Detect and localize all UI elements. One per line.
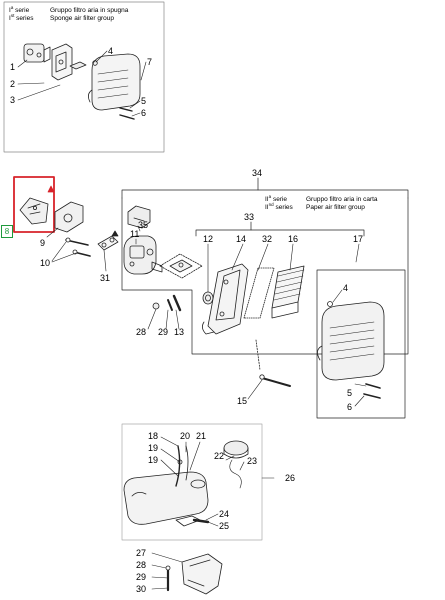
callout-6-paper: 6 bbox=[347, 402, 353, 412]
callout-35: 35 bbox=[138, 220, 149, 230]
callout-28-lower: 28 bbox=[136, 560, 147, 570]
sponge-title: Gruppo filtro aria in spugna Sponge air … bbox=[50, 7, 128, 22]
callout-27: 27 bbox=[136, 548, 147, 558]
fuel-filter bbox=[192, 518, 210, 524]
callout-34: 34 bbox=[252, 168, 263, 178]
callout-15: 15 bbox=[237, 396, 248, 406]
callout-28-upper: 28 bbox=[136, 327, 147, 337]
callout-14: 14 bbox=[236, 234, 247, 244]
fuel-tank bbox=[123, 471, 209, 527]
callout-20: 20 bbox=[180, 431, 191, 441]
sponge-filter-element bbox=[69, 61, 87, 70]
callout-26: 26 bbox=[285, 473, 296, 483]
callout-19-a: 19 bbox=[148, 443, 159, 453]
paper-series-labels: IIa serie IInd series bbox=[265, 193, 293, 211]
sponge-carburetor bbox=[23, 43, 51, 63]
cover-oring bbox=[327, 301, 333, 307]
paper-filter-cover bbox=[317, 301, 385, 381]
page-marker: 8 bbox=[1, 225, 13, 238]
sponge-title-it: Gruppo filtro aria in spugna bbox=[50, 7, 129, 14]
inner-group-bracket bbox=[195, 221, 365, 237]
callout-4-paper: 4 bbox=[343, 283, 349, 293]
leader-lines bbox=[46, 225, 367, 590]
paper-title-it: Gruppo filtro aria in carta bbox=[306, 196, 378, 203]
paper-series-2: series bbox=[275, 203, 293, 211]
callout-3: 3 bbox=[10, 95, 16, 105]
small-triangle-marker bbox=[111, 230, 119, 237]
sponge-filter-cover bbox=[88, 53, 141, 111]
callout-1: 1 bbox=[10, 62, 16, 72]
callout-5-sponge: 5 bbox=[141, 96, 147, 106]
red-arrow-marker bbox=[47, 185, 55, 193]
sponge-title-en: Sponge air filter group bbox=[50, 14, 114, 22]
bushing-12 bbox=[202, 291, 214, 305]
fuel-cap bbox=[223, 440, 249, 489]
sponge-group-frame bbox=[3, 1, 165, 153]
filter-support-14 bbox=[202, 263, 249, 335]
callout-23: 23 bbox=[247, 456, 258, 466]
fuel-hose bbox=[175, 445, 189, 487]
callout-17: 17 bbox=[353, 234, 364, 244]
sponge-leader-lines bbox=[17, 50, 147, 117]
sponge-screws bbox=[119, 107, 135, 120]
callout-19-b: 19 bbox=[148, 455, 159, 465]
paper-group-bracket bbox=[121, 177, 409, 199]
cover-screws bbox=[363, 383, 381, 399]
bolt-15 bbox=[259, 374, 291, 387]
sponge-series-labels: Ia serie Ist series bbox=[9, 4, 34, 22]
bottom-guard bbox=[165, 553, 223, 595]
sponge-filter-plate bbox=[51, 43, 73, 81]
callout-31: 31 bbox=[100, 273, 111, 283]
callout-22: 22 bbox=[214, 451, 225, 461]
callout-29-upper: 29 bbox=[158, 327, 169, 337]
callout-4-sponge: 4 bbox=[108, 46, 114, 56]
callout-24: 24 bbox=[219, 509, 230, 519]
paper-series-1: serie bbox=[272, 196, 288, 203]
carburetor bbox=[123, 235, 163, 275]
callout-30: 30 bbox=[136, 584, 147, 594]
callout-18: 18 bbox=[148, 431, 159, 441]
callout-10: 10 bbox=[40, 258, 51, 268]
callout-21: 21 bbox=[196, 431, 207, 441]
manifold-screws bbox=[65, 237, 91, 257]
callout-5-paper: 5 bbox=[347, 388, 353, 398]
gasket-32 bbox=[243, 267, 275, 371]
sponge-series-2: series bbox=[16, 14, 34, 22]
manifold-gasket-31 bbox=[97, 235, 119, 251]
callout-16: 16 bbox=[288, 234, 299, 244]
washer-bolt-upper bbox=[152, 294, 182, 312]
cover-subframe bbox=[316, 269, 406, 419]
callout-29-lower: 29 bbox=[136, 572, 147, 582]
callout-11: 11 bbox=[130, 229, 140, 239]
paper-filter-16 bbox=[271, 265, 305, 319]
callout-25: 25 bbox=[219, 521, 230, 531]
sponge-oring bbox=[92, 60, 98, 66]
paper-title-en: Paper air filter group bbox=[306, 203, 365, 211]
gasket-9 bbox=[19, 197, 49, 225]
callout-2: 2 bbox=[10, 79, 16, 89]
callout-7: 7 bbox=[147, 57, 153, 67]
tank-group-box bbox=[121, 423, 263, 541]
sponge-series-1: serie bbox=[15, 7, 30, 14]
filter-base-plate bbox=[159, 253, 203, 279]
callout-6-sponge: 6 bbox=[141, 108, 147, 118]
intake-manifold bbox=[54, 201, 84, 233]
callout-33: 33 bbox=[244, 212, 255, 222]
cover-piece-35 bbox=[127, 205, 151, 229]
callout-32: 32 bbox=[262, 234, 273, 244]
highlighted-gasket-box bbox=[13, 176, 55, 233]
callout-12: 12 bbox=[203, 234, 214, 244]
callout-9: 9 bbox=[40, 238, 46, 248]
callout-13: 13 bbox=[174, 327, 185, 337]
paper-title: Gruppo filtro aria in carta Paper air fi… bbox=[306, 196, 378, 211]
paper-group-frame bbox=[121, 197, 409, 355]
